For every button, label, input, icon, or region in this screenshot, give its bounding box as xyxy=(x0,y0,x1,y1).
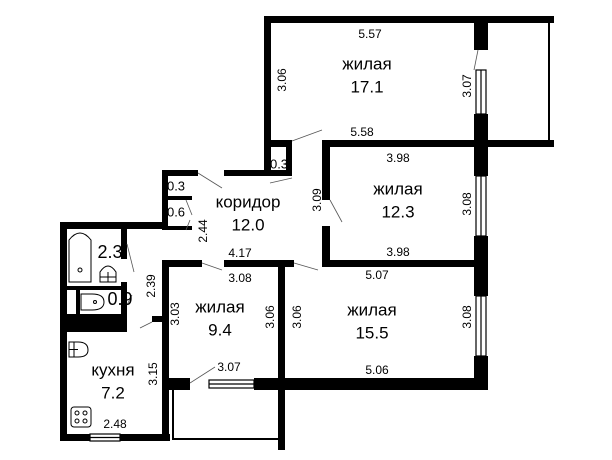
dim-living4-right: 3.08 xyxy=(460,305,474,329)
sink-icon xyxy=(99,265,117,283)
room-name-living-4: жилая xyxy=(347,300,397,320)
dim-living1-bottom: 5.58 xyxy=(350,125,374,139)
dim-living3-right: 3.06 xyxy=(263,305,277,329)
room-area-corridor: 12.0 xyxy=(231,215,265,235)
room-area-bathroom: 2.3 xyxy=(97,242,123,262)
room-area-living-2: 12.3 xyxy=(381,202,415,222)
dim-living2-bottom: 3.98 xyxy=(386,245,410,259)
dim-living4-left: 3.06 xyxy=(290,305,304,329)
room-area-living-1: 17.1 xyxy=(350,77,384,97)
bathtub-icon xyxy=(68,232,92,283)
dim-corridor-left: 2.44 xyxy=(196,219,210,243)
dim-corridor-bottom: 4.17 xyxy=(228,246,252,260)
dim-living4-bottom: 5.06 xyxy=(365,363,389,377)
room-name-living-3: жилая xyxy=(195,297,245,317)
dim-kitchen-bottom: 2.48 xyxy=(103,417,127,431)
toilet-icon xyxy=(80,293,105,311)
windows xyxy=(89,69,487,442)
dim-living1-left: 3.06 xyxy=(275,68,289,92)
room-area-toilet: 0.9 xyxy=(107,289,133,309)
room-name-kitchen: кухня xyxy=(91,360,135,380)
dim-living3-bottom: 3.07 xyxy=(217,360,241,374)
dim-living1-right: 3.07 xyxy=(460,74,474,98)
room-area-living-4: 15.5 xyxy=(355,323,389,343)
dim-bath-right: 2.39 xyxy=(144,274,158,298)
dim-living1-top: 5.57 xyxy=(358,27,382,41)
door-swings xyxy=(126,49,479,384)
room-area-closet-3: 0.6 xyxy=(166,204,186,220)
walls xyxy=(60,16,554,450)
dim-kitchen-right: 3.15 xyxy=(146,362,160,386)
room-area-closet-2: 0.3 xyxy=(166,178,186,194)
stove-icon xyxy=(70,406,92,428)
kitchen-sink-icon xyxy=(68,341,89,358)
room-name-living-1: жилая xyxy=(342,54,392,74)
dim-living4-top: 5.07 xyxy=(365,268,389,282)
room-name-corridor: коридор xyxy=(215,192,281,212)
dim-living2-left: 3.09 xyxy=(310,188,324,212)
room-area-kitchen: 7.2 xyxy=(101,383,125,403)
dim-living2-top: 3.98 xyxy=(386,151,410,165)
room-area-living-3: 9.4 xyxy=(208,320,232,340)
room-area-closet-1: 0.3 xyxy=(269,156,289,172)
room-name-living-2: жилая xyxy=(373,179,423,199)
dim-living2-right: 3.08 xyxy=(460,192,474,216)
dim-living3-top: 3.08 xyxy=(228,271,252,285)
dim-living3-left: 3.03 xyxy=(168,302,182,326)
